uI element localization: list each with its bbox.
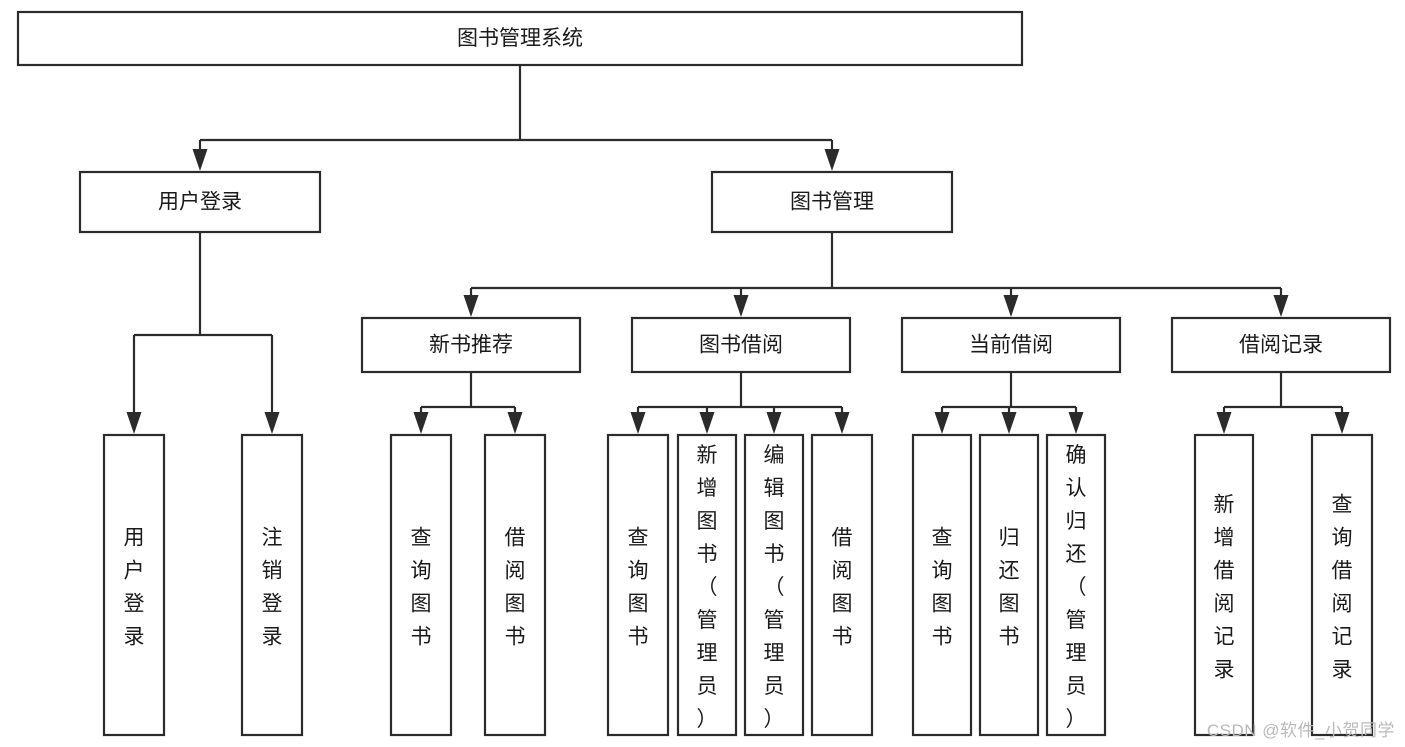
node-leaf-return-book[interactable]: 归还图书: [978, 433, 1040, 737]
node-leaf-add-book[interactable]: 新增图书（管理员）: [676, 433, 738, 737]
node-label-leaf-user-login: 用户登录: [124, 527, 145, 649]
node-leaf-confirm-return[interactable]: 确认归还（管理员）: [1045, 433, 1107, 737]
node-label-borrow-record: 借阅记录: [1239, 334, 1323, 357]
node-box-leaf-add-record: [1193, 433, 1255, 737]
node-label-leaf-query-book-2: 查询图书: [628, 527, 649, 649]
node-label-leaf-query-record: 查询借阅记录: [1332, 494, 1353, 682]
node-box-borrow-record: [1170, 316, 1392, 374]
edges-layer: [126, 65, 1350, 434]
nodes-layer: 图书管理系统用户登录图书管理新书推荐图书借阅当前借阅借阅记录用户登录注销登录查询…: [16, 10, 1392, 737]
node-box-root: [16, 10, 1024, 67]
node-root[interactable]: 图书管理系统: [16, 10, 1024, 67]
node-label-leaf-query-book-3: 查询图书: [932, 527, 953, 649]
node-leaf-query-book-2[interactable]: 查询图书: [606, 433, 670, 737]
csdn-watermark: CSDN @软件_小贺同学: [1206, 721, 1395, 740]
edge-group-current-borrow: [934, 372, 1084, 434]
node-new-book-recommend[interactable]: 新书推荐: [360, 316, 582, 374]
node-box-book-manage: [710, 170, 954, 234]
node-label-book-borrow: 图书借阅: [699, 334, 783, 357]
node-label-leaf-confirm-return: 确认归还（管理员）: [1066, 444, 1087, 731]
edge-group-new-book-recommend: [413, 372, 523, 434]
edge-group-book-borrow: [630, 372, 850, 434]
node-label-leaf-add-book: 新增图书（管理员）: [697, 444, 718, 731]
node-leaf-borrow-book-1[interactable]: 借阅图书: [483, 433, 547, 737]
node-borrow-record[interactable]: 借阅记录: [1170, 316, 1392, 374]
node-box-current-borrow: [900, 316, 1122, 374]
node-box-leaf-logout: [240, 433, 304, 737]
edge-group-user-login: [126, 232, 280, 434]
node-current-borrow[interactable]: 当前借阅: [900, 316, 1122, 374]
node-label-leaf-add-record: 新增借阅记录: [1214, 494, 1235, 682]
node-box-new-book-recommend: [360, 316, 582, 374]
node-box-leaf-return-book: [978, 433, 1040, 737]
node-label-leaf-borrow-book-2: 借阅图书: [832, 527, 853, 649]
node-box-leaf-edit-book: [743, 433, 805, 737]
node-box-leaf-query-record: [1310, 433, 1374, 737]
node-label-root: 图书管理系统: [457, 27, 583, 50]
node-box-leaf-confirm-return: [1045, 433, 1107, 737]
node-label-leaf-logout: 注销登录: [262, 527, 283, 649]
node-leaf-borrow-book-2[interactable]: 借阅图书: [810, 433, 874, 737]
node-label-new-book-recommend: 新书推荐: [429, 334, 513, 357]
node-leaf-query-book-1[interactable]: 查询图书: [389, 433, 453, 737]
node-label-leaf-return-book: 归还图书: [999, 527, 1020, 649]
node-book-borrow[interactable]: 图书借阅: [630, 316, 852, 374]
node-user-login[interactable]: 用户登录: [78, 170, 322, 234]
node-leaf-user-login[interactable]: 用户登录: [102, 433, 166, 737]
node-label-user-login: 用户登录: [158, 191, 242, 214]
node-label-leaf-query-book-1: 查询图书: [411, 527, 432, 649]
node-leaf-add-record[interactable]: 新增借阅记录: [1193, 433, 1255, 737]
node-box-leaf-query-book-2: [606, 433, 670, 737]
node-box-leaf-query-book-1: [389, 433, 453, 737]
node-leaf-query-book-3[interactable]: 查询图书: [911, 433, 973, 737]
node-label-leaf-edit-book: 编辑图书（管理员）: [764, 444, 785, 731]
edge-group-borrow-record: [1216, 372, 1350, 434]
node-box-leaf-add-book: [676, 433, 738, 737]
node-book-manage[interactable]: 图书管理: [710, 170, 954, 234]
edge-group-book-manage: [463, 232, 1289, 317]
node-box-leaf-query-book-3: [911, 433, 973, 737]
node-label-book-manage: 图书管理: [790, 191, 874, 214]
node-box-leaf-borrow-book-1: [483, 433, 547, 737]
node-box-user-login: [78, 170, 322, 234]
node-leaf-logout[interactable]: 注销登录: [240, 433, 304, 737]
node-box-leaf-borrow-book-2: [810, 433, 874, 737]
node-box-book-borrow: [630, 316, 852, 374]
node-leaf-edit-book[interactable]: 编辑图书（管理员）: [743, 433, 805, 737]
node-box-leaf-user-login: [102, 433, 166, 737]
node-leaf-query-record[interactable]: 查询借阅记录: [1310, 433, 1374, 737]
node-label-leaf-borrow-book-1: 借阅图书: [505, 527, 526, 649]
node-label-current-borrow: 当前借阅: [969, 334, 1053, 357]
edge-group-root: [192, 65, 840, 171]
